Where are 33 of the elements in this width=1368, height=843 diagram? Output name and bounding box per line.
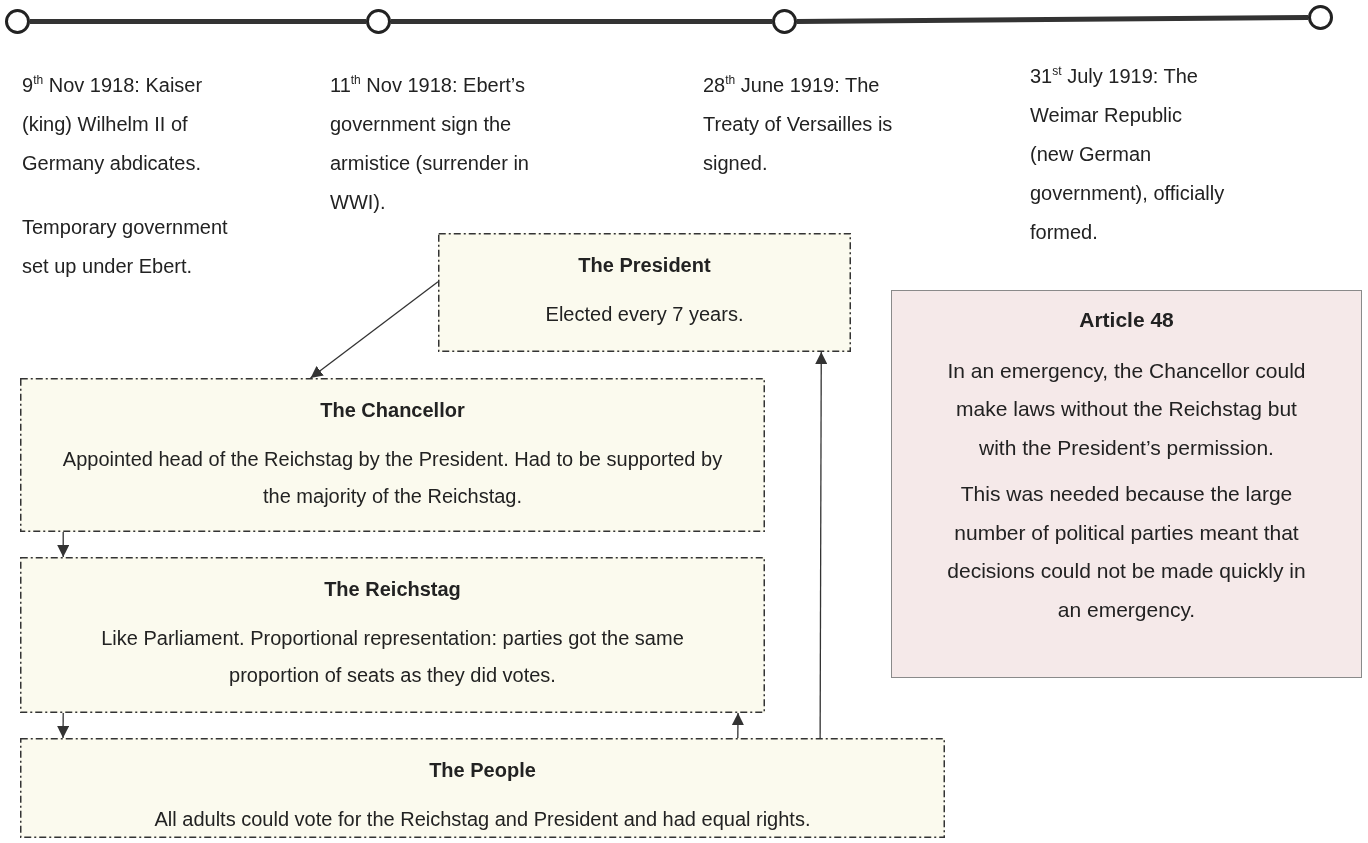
box-text: All adults could vote for the Reichstag and President and had equal rights.: [154, 807, 811, 832]
box-text: Like Parliament. Proportional representation: parties got the same proportion of seats as they did votes.: [100, 626, 685, 688]
text-box: [20, 378, 765, 532]
box-heading: Article 48: [1079, 307, 1174, 333]
arrow: [57, 712, 70, 739]
note-box: [891, 290, 1362, 678]
event-text: 28$^{th}$ June 1919: The Treaty of Versailles is signed.: [703, 72, 894, 176]
box-text: This was needed because the large number of political parties meant that decisions could not be made quickly in an emergency.: [946, 481, 1307, 623]
event-text: 31$^{st}$ July 1919: The Weimar Republic (new German government), officially formed.: [1030, 63, 1226, 245]
event-text: Temporary government set up under Ebert.: [22, 215, 229, 279]
box-text: Appointed head of the Reichstag by the President. Had to be supported by the majority of the Reichstag.: [61, 447, 724, 509]
arrow: [57, 531, 70, 558]
arrow: [731, 712, 744, 739]
timeline-line: [30, 19, 366, 24]
arrow: [309, 281, 439, 379]
timeline-line: [391, 19, 772, 24]
text-box: [20, 557, 765, 713]
timeline-line: [797, 15, 1308, 24]
timeline-marker: [1308, 5, 1333, 30]
box-heading: The President: [578, 253, 711, 278]
timeline-marker: [366, 9, 391, 34]
text-box: [438, 233, 851, 352]
box-text: In an emergency, the Chancellor could make laws without the Reichstag but with the President’s permission.: [946, 357, 1307, 461]
timeline-marker: [5, 9, 30, 34]
box-text: Elected every 7 years.: [545, 302, 744, 327]
timeline-marker: [772, 9, 797, 34]
text-box: [20, 738, 945, 838]
event-text: 9$^{th}$ Nov 1918: Kaiser (king) Wilhelm II of Germany abdicates.: [22, 72, 204, 176]
box-heading: The Reichstag: [324, 577, 461, 602]
box-heading: The Chancellor: [320, 398, 465, 423]
event-text: 11$^{th}$ Nov 1918: Ebert’s government sign the armistice (surrender in WWI).: [330, 72, 530, 215]
box-heading: The People: [429, 758, 536, 783]
arrow: [815, 351, 828, 739]
